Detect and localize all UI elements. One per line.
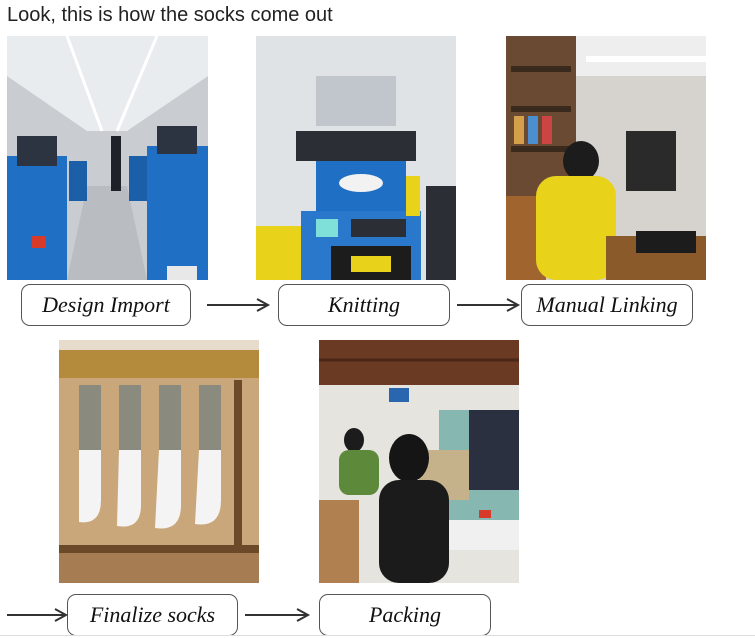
packing-photo — [319, 340, 519, 583]
step-finalize-socks: Finalize socks — [67, 594, 238, 636]
finished-socks-photo — [59, 340, 259, 583]
bottom-divider — [0, 635, 755, 636]
step-packing: Packing — [319, 594, 491, 636]
knitting-machine-photo — [256, 36, 456, 280]
step-design-import: Design Import — [21, 284, 191, 326]
arrow-right-icon — [245, 607, 311, 623]
step-knitting: Knitting — [278, 284, 450, 326]
page-headline: Look, this is how the socks come out — [7, 4, 333, 26]
arrow-right-icon — [7, 607, 69, 623]
manual-linking-photo — [506, 36, 706, 280]
step-manual-linking: Manual Linking — [521, 284, 693, 326]
arrow-right-icon — [207, 297, 271, 313]
arrow-right-icon — [457, 297, 521, 313]
factory-hall-photo — [7, 36, 208, 280]
